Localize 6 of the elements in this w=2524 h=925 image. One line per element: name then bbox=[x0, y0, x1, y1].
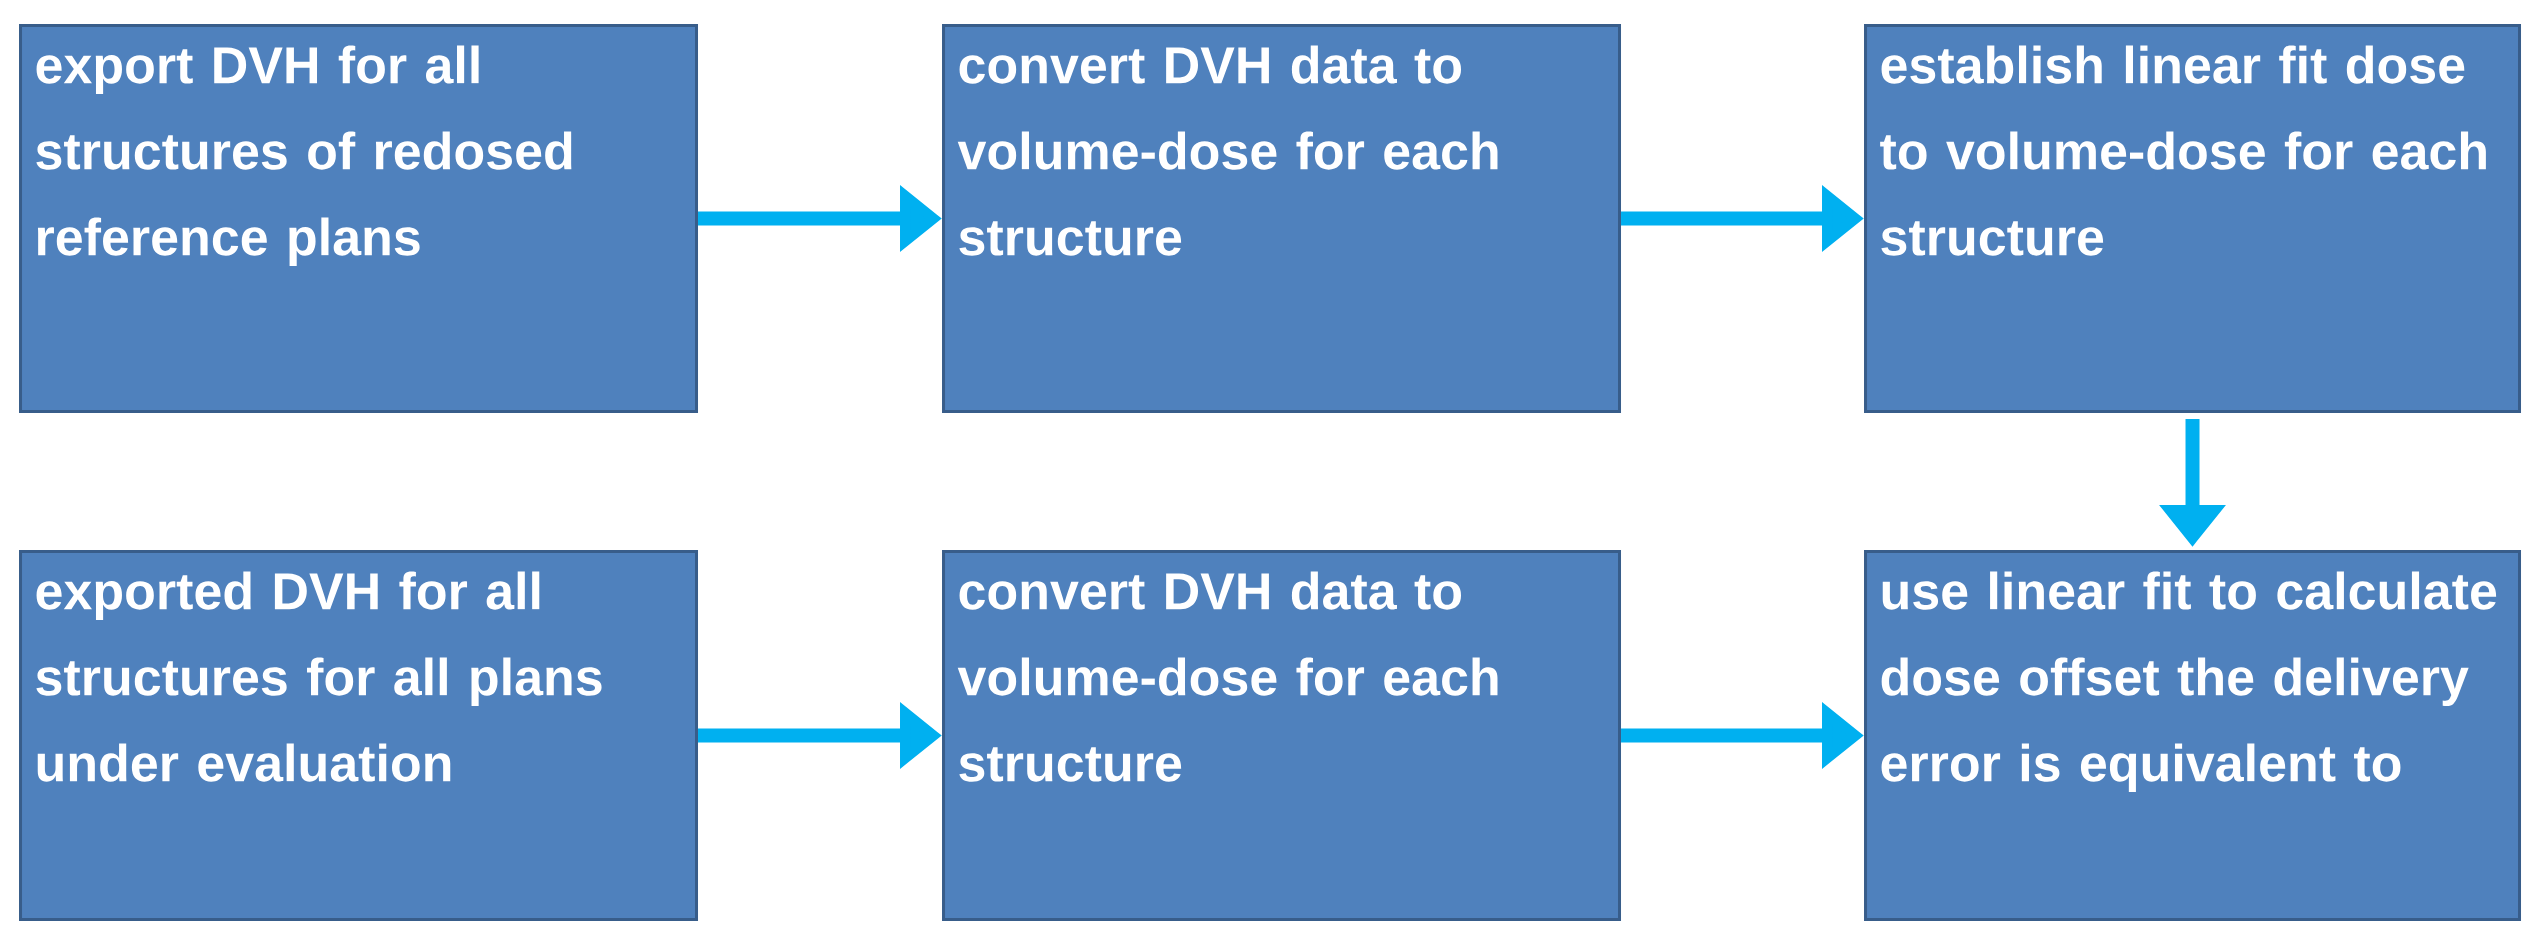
process-box: use linear fit to calculate dose offset the delivery error is equivalent to bbox=[1864, 550, 2521, 921]
process-box: establish linear fit dose to volume-dose for each structure bbox=[1864, 24, 2521, 413]
process-box: export DVH for all structures of redosed reference plans bbox=[19, 24, 698, 413]
process-box: exported DVH for all structures for all plans under evaluation bbox=[19, 550, 698, 921]
process-box: convert DVH data to volume-dose for each structure bbox=[942, 24, 1621, 413]
process-box: convert DVH data to volume-dose for each structure bbox=[942, 550, 1621, 921]
